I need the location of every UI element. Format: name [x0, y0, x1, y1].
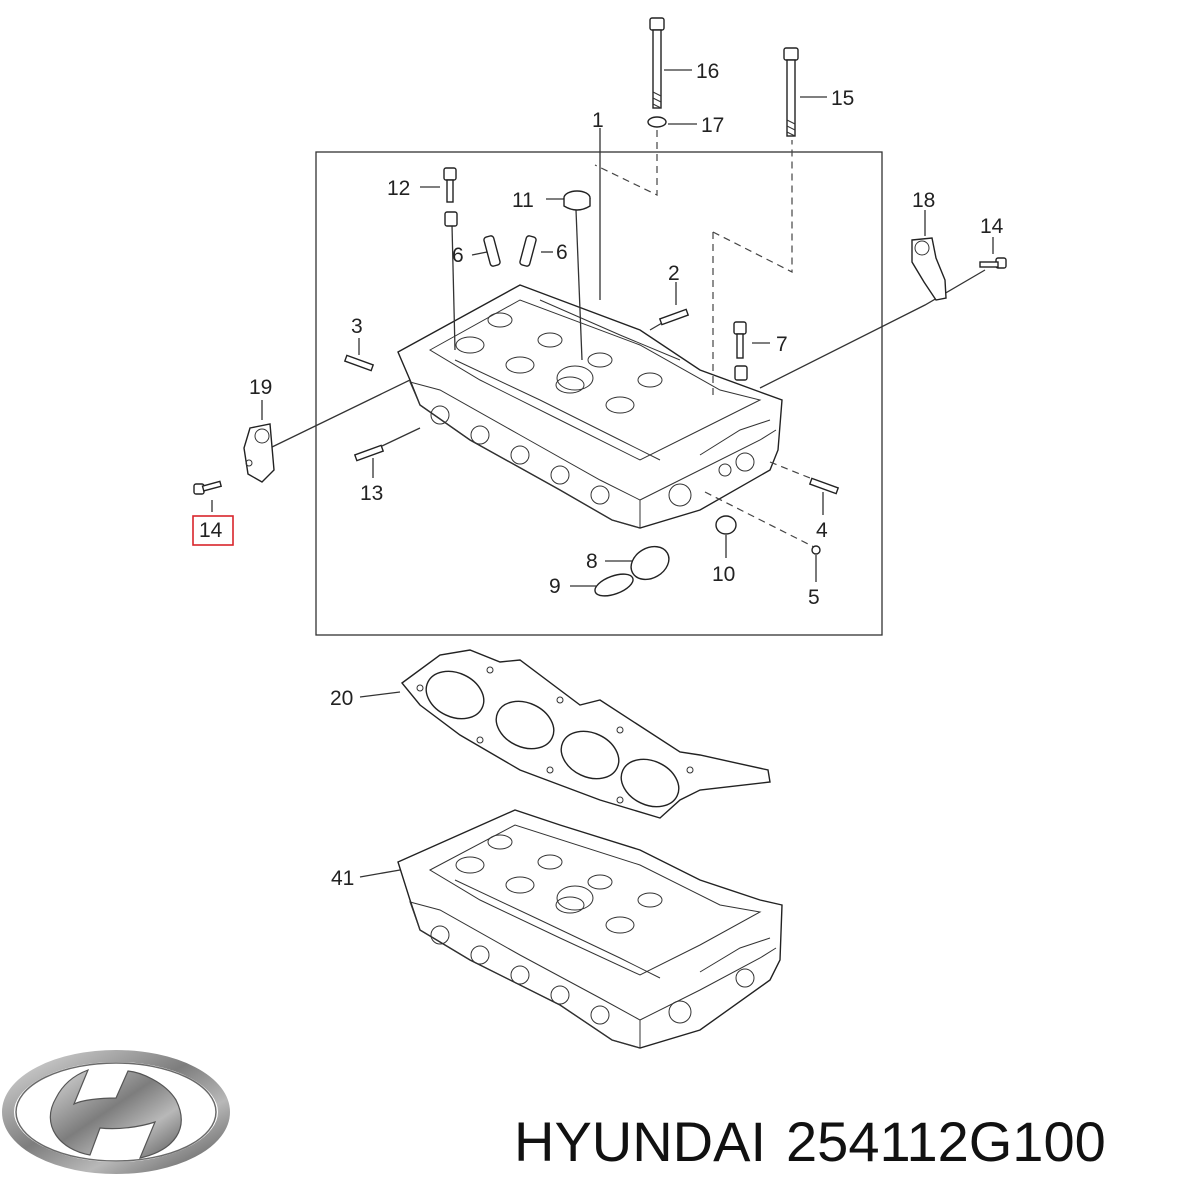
bolt-16-icon	[649, 17, 665, 109]
gasket-8-icon	[630, 545, 670, 581]
callout-6a: 6	[452, 244, 464, 267]
callout-18: 18	[912, 189, 935, 212]
pin-5-icon	[811, 545, 821, 555]
callout-10: 10	[712, 563, 735, 586]
bracket-18-icon	[911, 237, 947, 301]
bolt-14-left-icon	[193, 480, 223, 495]
callout-7: 7	[776, 333, 788, 356]
cylinder-head-assembly	[397, 284, 783, 529]
callout-2: 2	[668, 262, 680, 285]
callout-8: 8	[586, 550, 598, 573]
bolt-14-right-icon	[979, 257, 1007, 269]
callout-5: 5	[808, 586, 820, 609]
leader-lines	[211, 69, 994, 878]
bracket-19-icon	[243, 423, 275, 483]
callout-14-left: 14	[199, 519, 223, 542]
stud-13-icon	[353, 444, 385, 462]
callout-labels: 1 2 3 4 5 6 6 7 8 9 10 11 12 13 14 14 15…	[199, 60, 1004, 890]
callout-14-right: 14	[980, 215, 1004, 238]
assembly-frame	[315, 151, 883, 636]
seal-10-icon	[715, 515, 737, 535]
plug-11-icon	[563, 190, 591, 211]
callout-9: 9	[549, 575, 561, 598]
callout-1: 1	[592, 109, 604, 132]
oring-9-icon	[594, 573, 634, 597]
callout-19: 19	[249, 376, 272, 399]
part-caption: HYUNDAI 254112G100	[514, 1102, 1194, 1182]
head-gasket	[400, 649, 771, 819]
dowel-6b-icon	[519, 235, 537, 267]
bolt-12-icon	[443, 167, 458, 227]
fasteners	[193, 17, 1007, 597]
callout-17: 17	[701, 114, 724, 137]
stud-4-icon	[808, 477, 840, 495]
callout-3: 3	[351, 315, 363, 338]
callout-41: 41	[331, 867, 354, 890]
washer-17-icon	[647, 116, 667, 128]
hyundai-logo-icon	[2, 1050, 230, 1174]
stud-3-icon	[343, 354, 375, 372]
callout-4: 4	[816, 519, 828, 542]
highlight-box-14	[192, 515, 234, 546]
stud-2-icon	[658, 308, 690, 326]
callout-20: 20	[330, 687, 353, 710]
callout-13: 13	[360, 482, 383, 505]
callout-15: 15	[831, 87, 854, 110]
bolt-7-icon	[733, 321, 748, 381]
callout-6b: 6	[556, 241, 568, 264]
dowel-6a-icon	[483, 235, 501, 267]
part-number: 254112G100	[786, 1110, 1106, 1173]
callout-11: 11	[512, 189, 534, 212]
bolt-15-icon	[783, 47, 799, 137]
brand-name: HYUNDAI	[514, 1110, 767, 1173]
callout-12: 12	[387, 177, 410, 200]
cylinder-head-complete	[397, 809, 783, 1049]
callout-16: 16	[696, 60, 719, 83]
